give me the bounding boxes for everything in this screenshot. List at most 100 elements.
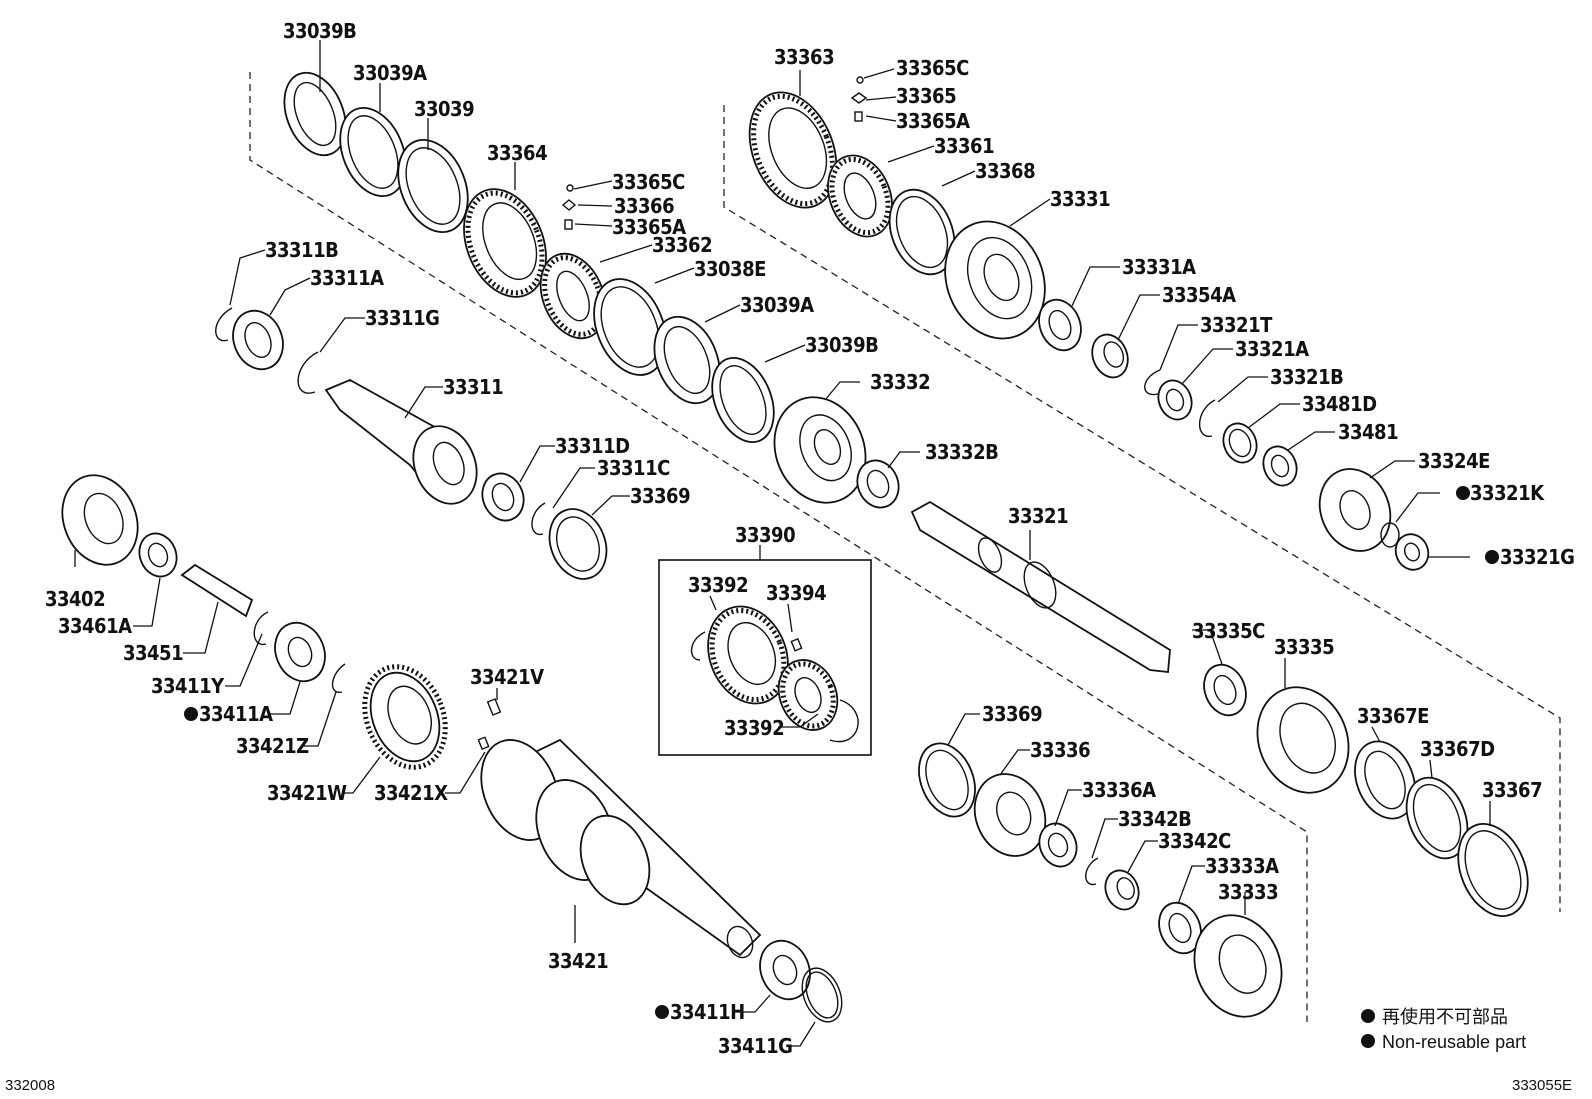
label-33390: 33390 [735, 523, 795, 547]
synchro-ring-33039 [397, 139, 469, 233]
label-33365: 33365 [896, 84, 956, 108]
non-reusable-dot-33321G [1485, 550, 1499, 564]
needle-bearing-33331A [1038, 298, 1082, 352]
washer-33321K [1380, 522, 1400, 548]
figure-code-right: 333055E [1512, 1077, 1572, 1094]
legend-text-en: Non-reusable part [1382, 1032, 1526, 1052]
hub-33392 [777, 659, 839, 731]
label-33332: 33332 [870, 370, 930, 394]
label-33342B: 33342B [1118, 807, 1191, 831]
key-spring-parts-upper-left [561, 184, 577, 230]
leader-lines [74, 40, 1491, 1047]
non-reusable-dot-33411A [184, 707, 198, 721]
label-33363: 33363 [774, 45, 834, 69]
label-33311A: 33311A [310, 266, 384, 290]
synchro-ring-33369-lower [918, 742, 976, 818]
label-33039A-lower: 33039A [740, 293, 814, 317]
label-33311: 33311 [443, 375, 503, 399]
label-33365C: 33365C [612, 170, 685, 194]
label-33331: 33331 [1050, 187, 1110, 211]
snap-ring-33321B [1198, 399, 1216, 437]
bearing-33411A [274, 621, 326, 683]
label-33366: 33366 [614, 194, 674, 218]
synchro-ring-33369-upper [548, 508, 608, 580]
synchro-ring-33367D [1405, 776, 1469, 860]
bearing-33481 [1262, 445, 1298, 487]
legend-dot-ja [1361, 1009, 1375, 1023]
hub-33362 [539, 252, 607, 340]
label-33367E: 33367E [1357, 704, 1429, 728]
key-spring-parts-upper-right [850, 76, 868, 122]
label-33038E: 33038E [694, 257, 766, 281]
label-33336: 33336 [1030, 738, 1090, 762]
non-reusable-dot-33321K [1456, 486, 1470, 500]
needle-bearing-33461A [138, 532, 178, 578]
shaft-33451 [180, 563, 254, 618]
label-33481: 33481 [1338, 420, 1398, 444]
synchro-ring-33367E [1354, 740, 1416, 820]
snap-ring-33421Z [331, 663, 346, 693]
gear-33331 [944, 220, 1046, 340]
label-33342C: 33342C [1158, 829, 1231, 853]
synchro-ring-33039B-upper [283, 71, 347, 157]
label-33362: 33362 [652, 233, 712, 257]
sleeve-33364 [463, 188, 547, 298]
label-33361: 33361 [934, 134, 994, 158]
bearing-33311A [232, 309, 284, 371]
spring-33392-lower [829, 699, 859, 743]
needle-bearing-33335C [1203, 663, 1247, 717]
label-33421W: 33421W [267, 781, 347, 805]
label-33311D: 33311D [555, 434, 630, 458]
flange-33324E [1318, 468, 1392, 552]
non-reusable-dot-33411H [655, 1005, 669, 1019]
label-33481D: 33481D [1302, 392, 1377, 416]
legend: 再使用不可部品 Non-reusable part [1361, 1007, 1526, 1052]
synchro-ring-33367 [1457, 823, 1529, 917]
hub-33361 [827, 154, 893, 238]
label-33365A: 33365A [612, 215, 686, 239]
label-33321K: 33321K [1470, 481, 1545, 505]
nut-33321G [1394, 533, 1430, 571]
label-33321T: 33321T [1200, 313, 1273, 337]
label-33311G: 33311G [365, 306, 439, 330]
gear-33421W [362, 664, 448, 770]
label-33336A: 33336A [1082, 778, 1156, 802]
snap-ring-33311G [297, 351, 319, 394]
label-33421: 33421 [548, 949, 608, 973]
gear-33336 [973, 773, 1047, 857]
label-33039B: 33039B [283, 19, 356, 43]
snap-ring-33321T [1144, 369, 1161, 396]
pin-33421X [477, 736, 490, 751]
key-33394 [790, 637, 803, 652]
label-33421Z: 33421Z [236, 734, 309, 758]
parts-drawings [61, 71, 1529, 1023]
spacer-33354A [1091, 333, 1129, 379]
label-33364: 33364 [487, 141, 547, 165]
spacer-33481D [1222, 422, 1258, 464]
label-33367: 33367 [1482, 778, 1542, 802]
input-shaft-33311 [324, 379, 478, 505]
label-33321G: 33321G [1500, 545, 1574, 569]
label-33321: 33321 [1008, 504, 1068, 528]
synchro-ring-33039A-lower [653, 315, 721, 405]
label-33365C-right: 33365C [896, 56, 969, 80]
bearing-33402 [61, 474, 139, 566]
label-33411A: 33411A [199, 702, 273, 726]
figure-code-left: 332008 [5, 1077, 55, 1094]
label-33411Y: 33411Y [151, 674, 225, 698]
needle-bearing-33336A [1038, 822, 1078, 868]
snap-ring-33311B [215, 307, 233, 342]
snap-ring-33411Y [253, 611, 269, 645]
part-labels: 33039B 33039A 33039 33364 33365C 33366 3… [45, 19, 1575, 1058]
label-33039B-lower: 33039B [805, 333, 878, 357]
label-33368: 33368 [975, 159, 1035, 183]
label-33365A-right: 33365A [896, 109, 970, 133]
synchro-ring-33039B-lower [711, 356, 775, 444]
label-33354A: 33354A [1162, 283, 1236, 307]
label-33332B: 33332B [925, 440, 998, 464]
label-33394: 33394 [766, 581, 826, 605]
needle-bearing-33333A [1158, 901, 1202, 955]
label-33411G: 33411G [718, 1034, 792, 1058]
label-33321B: 33321B [1270, 365, 1343, 389]
